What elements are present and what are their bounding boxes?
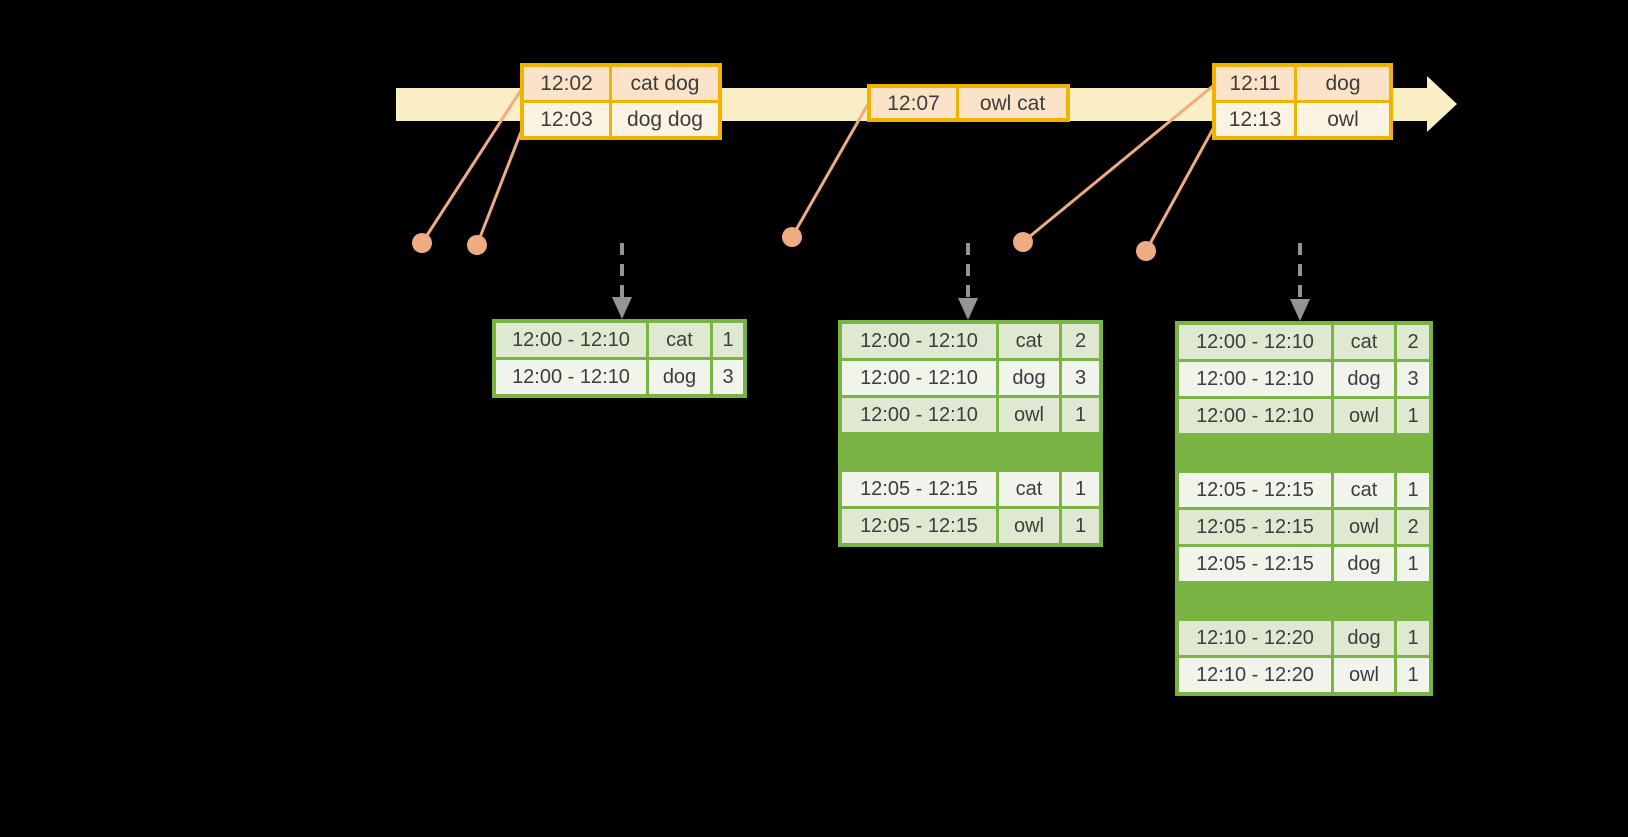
window-cell: 12:00 - 12:10 [1179, 399, 1331, 433]
word-cell: cat [649, 323, 710, 357]
window-cell: 12:00 - 12:10 [842, 361, 996, 395]
result-table-3: 12:00 - 12:10 cat 2 12:00 - 12:10 dog 3 … [1175, 321, 1433, 696]
window-cell: 12:05 - 12:15 [842, 509, 996, 543]
count-cell: 3 [1397, 362, 1429, 396]
window-group-separator [842, 435, 1099, 437]
word-cell: cat [1334, 325, 1394, 359]
word-cell: owl [999, 398, 1059, 432]
count-cell: 3 [713, 360, 743, 394]
count-cell: 1 [1062, 509, 1099, 543]
window-cell: 12:05 - 12:15 [1179, 510, 1331, 544]
trigger-arrows [612, 243, 1310, 321]
count-cell: 3 [1062, 361, 1099, 395]
word-cell: cat [1334, 473, 1394, 507]
word-cell: cat [999, 472, 1059, 506]
event-time-cell: 12:02 [524, 67, 609, 100]
count-cell: 1 [1062, 398, 1099, 432]
event-table-batch-2: 12:07 owl cat [867, 84, 1070, 122]
window-cell: 12:05 - 12:15 [842, 472, 996, 506]
word-cell: cat [999, 324, 1059, 358]
trigger-arrowhead-icon [958, 298, 978, 320]
trigger-arrowhead-icon [612, 297, 632, 319]
event-words-cell: dog dog [612, 103, 718, 136]
word-cell: dog [1334, 362, 1394, 396]
event-time-cell: 12:07 [871, 88, 956, 118]
count-cell: 1 [713, 323, 743, 357]
window-cell: 12:00 - 12:10 [1179, 362, 1331, 396]
window-cell: 12:00 - 12:10 [1179, 325, 1331, 359]
event-leader-line [475, 126, 525, 246]
window-group-separator [1179, 584, 1429, 586]
count-cell: 1 [1397, 658, 1429, 692]
word-cell: owl [999, 509, 1059, 543]
window-cell: 12:05 - 12:15 [1179, 547, 1331, 581]
result-table-2: 12:00 - 12:10 cat 2 12:00 - 12:10 dog 3 … [838, 320, 1103, 547]
event-words-cell: owl [1297, 103, 1389, 136]
event-table-batch-1: 12:02 cat dog 12:03 dog dog [520, 63, 722, 140]
timeline-arrowhead-icon [1427, 76, 1457, 132]
word-cell: dog [999, 361, 1059, 395]
event-dot-icon [782, 227, 802, 247]
event-time-cell: 12:11 [1216, 67, 1294, 100]
event-time-cell: 12:13 [1216, 103, 1294, 136]
word-cell: owl [1334, 658, 1394, 692]
event-dot-icon [1013, 232, 1033, 252]
window-group-separator [1179, 436, 1429, 438]
count-cell: 2 [1062, 324, 1099, 358]
count-cell: 2 [1397, 510, 1429, 544]
count-cell: 1 [1062, 472, 1099, 506]
event-leader-lines [420, 83, 1216, 252]
event-leader-line [1144, 126, 1216, 252]
result-table-1: 12:00 - 12:10 cat 1 12:00 - 12:10 dog 3 [492, 319, 747, 398]
count-cell: 1 [1397, 621, 1429, 655]
window-cell: 12:05 - 12:15 [1179, 473, 1331, 507]
window-cell: 12:00 - 12:10 [496, 323, 646, 357]
event-leader-line [1022, 83, 1215, 244]
event-dots [412, 227, 1156, 261]
word-cell: dog [1334, 621, 1394, 655]
event-dot-icon [1136, 241, 1156, 261]
window-cell: 12:00 - 12:10 [842, 398, 996, 432]
count-cell: 1 [1397, 547, 1429, 581]
event-dot-icon [412, 233, 432, 253]
word-cell: dog [649, 360, 710, 394]
window-cell: 12:00 - 12:10 [842, 324, 996, 358]
window-cell: 12:10 - 12:20 [1179, 658, 1331, 692]
window-cell: 12:10 - 12:20 [1179, 621, 1331, 655]
word-cell: dog [1334, 547, 1394, 581]
event-leader-line [790, 103, 870, 238]
word-cell: owl [1334, 399, 1394, 433]
event-words-cell: owl cat [959, 88, 1066, 118]
event-words-cell: cat dog [612, 67, 718, 100]
event-words-cell: dog [1297, 67, 1389, 100]
window-cell: 12:00 - 12:10 [496, 360, 646, 394]
trigger-arrowhead-icon [1290, 299, 1310, 321]
count-cell: 1 [1397, 473, 1429, 507]
event-table-batch-3: 12:11 dog 12:13 owl [1212, 63, 1393, 140]
event-time-cell: 12:03 [524, 103, 609, 136]
count-cell: 2 [1397, 325, 1429, 359]
count-cell: 1 [1397, 399, 1429, 433]
event-dot-icon [467, 235, 487, 255]
word-cell: owl [1334, 510, 1394, 544]
event-leader-line [420, 89, 523, 244]
